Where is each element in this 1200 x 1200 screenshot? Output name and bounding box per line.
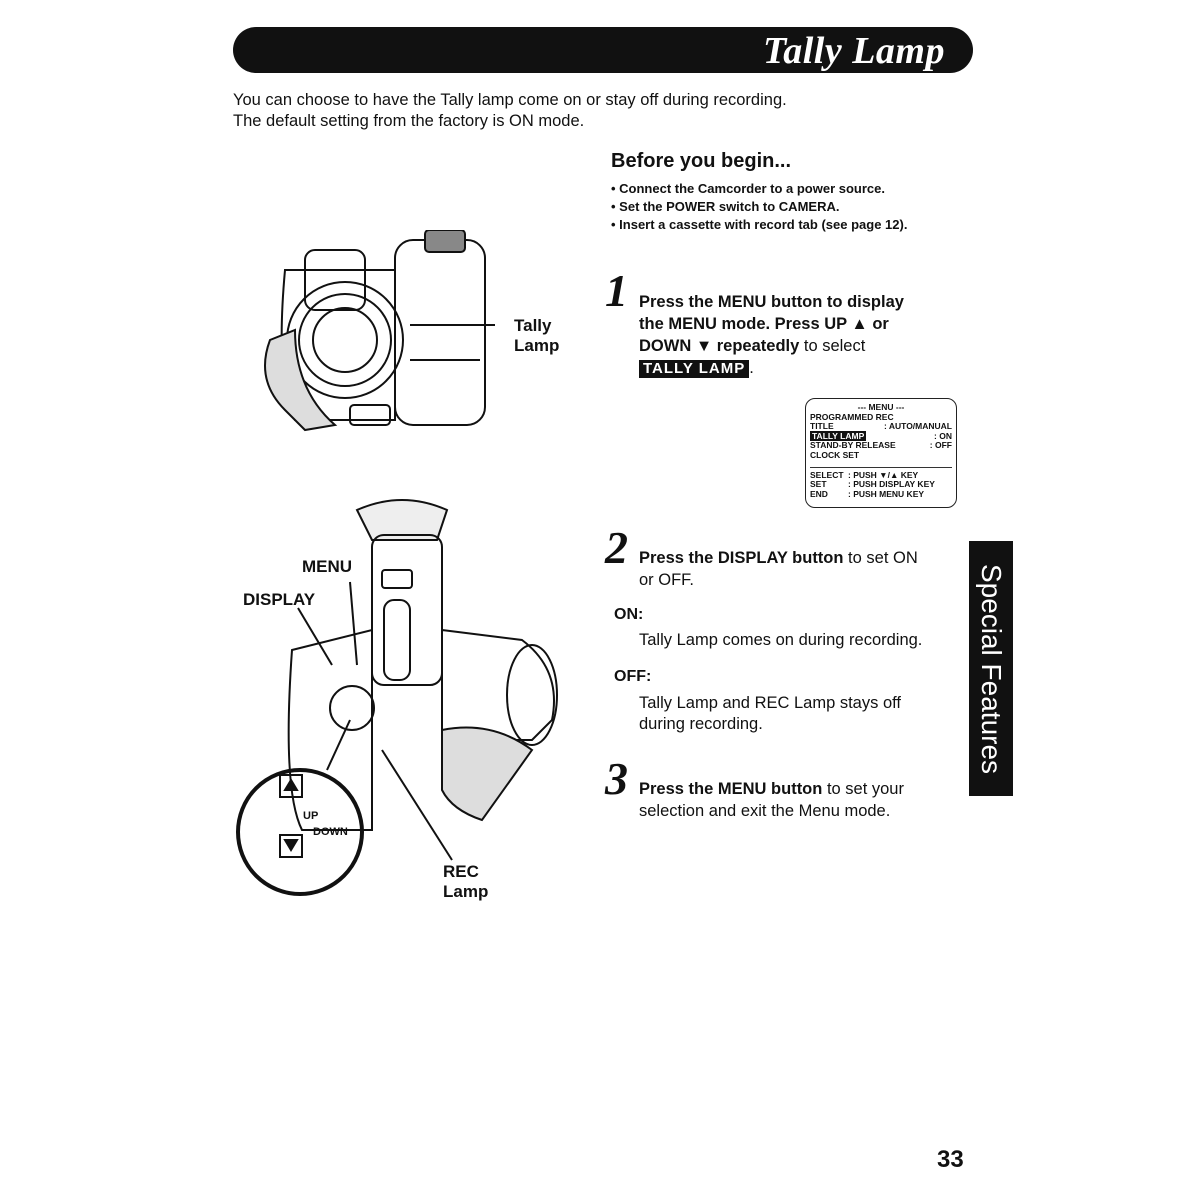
off-description-line-1: Tally Lamp and REC Lamp stays off [639, 694, 901, 712]
step-1-line-3-bold: DOWN ▼ repeatedly [639, 337, 800, 355]
step-1-line-3-rest: to select [799, 337, 866, 355]
display-button-callout: DISPLAY [243, 590, 316, 609]
on-label: ON: [614, 606, 644, 623]
intro-line-1: You can choose to have the Tally lamp co… [233, 91, 787, 109]
step-2-bold: Press the DISPLAY button [639, 549, 844, 567]
menu-screen-header: --- MENU --- [857, 402, 905, 412]
menu-row: TITLE : AUTO/MANUAL [810, 422, 952, 432]
rec-lamp-callout-line-1: REC [443, 862, 479, 881]
menu-row-key: CLOCK SET [810, 449, 860, 460]
intro-paragraph: You can choose to have the Tally lamp co… [233, 90, 787, 132]
step-3-line-2: selection and exit the Menu mode. [639, 802, 891, 820]
on-description: Tally Lamp comes on during recording. [639, 631, 923, 649]
rec-lamp-callout: REC Lamp [443, 862, 488, 902]
step-1-number: 1 [605, 265, 628, 316]
step-1-line-1: Press the MENU button to display [639, 293, 904, 311]
step-1-text: Press the MENU button to display the MEN… [639, 291, 904, 379]
off-label: OFF: [614, 668, 652, 685]
off-description-line-2: during recording. [639, 715, 763, 733]
step-3-line-1: Press the MENU button to set your [639, 778, 904, 800]
tally-lamp-callout: Tally Lamp [514, 316, 559, 356]
menu-row-value: : AUTO/MANUAL [884, 421, 952, 432]
section-side-tab: Special Features [969, 541, 1013, 796]
step-1-line-3: DOWN ▼ repeatedly to select [639, 335, 904, 357]
off-description: Tally Lamp and REC Lamp stays off during… [639, 693, 901, 735]
camcorder-back-illustration [236, 499, 558, 896]
tally-lamp-callout-line-2: Lamp [514, 336, 560, 355]
menu-row-value: : OFF [929, 440, 952, 451]
section-side-tab-label: Special Features [976, 563, 1007, 774]
menu-help-value: : PUSH MENU KEY [848, 488, 925, 499]
intro-line-2: The default setting from the factory is … [233, 112, 585, 130]
menu-row-key: STAND-BY RELEASE [810, 440, 896, 451]
menu-help-row: END : PUSH MENU KEY [810, 488, 952, 500]
step-3-text: Press the MENU button to set your select… [639, 778, 904, 822]
step-2-number: 2 [605, 522, 628, 573]
before-list: • Connect the Camcorder to a power sourc… [611, 180, 907, 234]
page-number: 33 [937, 1146, 964, 1173]
menu-divider [810, 461, 952, 468]
menu-screen: --- MENU --- PROGRAMMED REC TITLE : AUTO/… [805, 398, 957, 508]
menu-row-value: : ON [934, 430, 952, 441]
menu-help-value: : PUSH ▼/▲ KEY [848, 469, 919, 480]
step-1-chip-tail: . [749, 359, 754, 377]
step-3-rest: to set your [822, 780, 904, 798]
menu-help-key: END [810, 488, 828, 499]
before-item: • Connect the Camcorder to a power sourc… [611, 181, 885, 196]
step-2-line-2: or OFF. [639, 571, 695, 589]
page-title: Tally Lamp [763, 30, 945, 72]
menu-help-key: SET [810, 479, 827, 490]
menu-row: PROGRAMMED REC [810, 411, 952, 423]
menu-help-key: SELECT [810, 469, 844, 480]
menu-row-selected: TALLY LAMP : ON [810, 430, 952, 442]
down-button-label: DOWN [313, 826, 348, 838]
tally-lamp-callout-line-1: Tally [514, 316, 552, 335]
menu-row-key: TITLE [810, 421, 834, 432]
rec-lamp-callout-line-2: Lamp [443, 882, 489, 901]
title-banner: Tally Lamp [233, 27, 973, 73]
step-1-line-4: TALLY LAMP. [639, 357, 904, 379]
tally-lamp-chip: TALLY LAMP [639, 360, 750, 378]
step-2-rest: to set ON [843, 549, 918, 567]
menu-row-key: PROGRAMMED REC [810, 411, 894, 422]
step-2-line-1: Press the DISPLAY button to set ON [639, 547, 918, 569]
menu-help-row: SET : PUSH DISPLAY KEY [810, 480, 952, 490]
step-3-bold: Press the MENU button [639, 780, 823, 798]
menu-button-callout: MENU [302, 557, 353, 576]
menu-help-value: : PUSH DISPLAY KEY [848, 479, 935, 490]
menu-help-row: SELECT : PUSH ▼/▲ KEY [810, 469, 952, 481]
step-2-text: Press the DISPLAY button to set ON or OF… [639, 547, 918, 591]
before-item: • Insert a cassette with record tab (see… [611, 217, 908, 232]
menu-row: CLOCK SET [810, 449, 952, 461]
step-1-line-2: the MENU mode. Press UP ▲ or [639, 315, 889, 333]
menu-row-key-highlighted: TALLY LAMP [810, 430, 867, 441]
step-3-number: 3 [605, 753, 628, 804]
before-heading: Before you begin... [611, 150, 792, 172]
before-item: • Set the POWER switch to CAMERA. [611, 199, 840, 214]
camcorder-front-illustration [264, 230, 495, 432]
menu-row: STAND-BY RELEASE : OFF [810, 441, 952, 451]
up-button-label: UP [303, 810, 319, 822]
